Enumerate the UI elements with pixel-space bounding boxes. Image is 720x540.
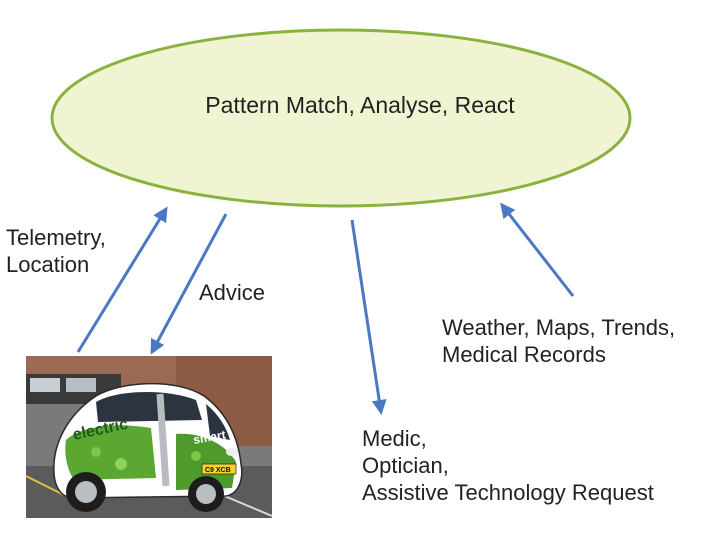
electric-car-photo: electric smart C9 XCB — [26, 356, 272, 518]
advice-label: Advice — [199, 280, 266, 305]
analysis-ellipse — [50, 28, 632, 208]
car-illustration: electric smart C9 XCB — [26, 356, 272, 518]
telemetry-label: Telemetry, Location — [6, 225, 106, 277]
telemetry-arrow — [76, 206, 168, 353]
car-plate-text: C9 XCB — [205, 467, 231, 474]
data-sources-label: Weather, Maps, Trends, Medical Records — [442, 315, 676, 367]
request-arrow — [350, 219, 387, 415]
car-brand-text: smart — [192, 427, 227, 446]
ellipse-label: Pattern Match, Analyse, React — [205, 92, 515, 118]
data-arrow — [500, 202, 575, 297]
requests-label: Medic, Optician, Assistive Technology Re… — [362, 426, 654, 505]
advice-arrow — [150, 213, 228, 355]
